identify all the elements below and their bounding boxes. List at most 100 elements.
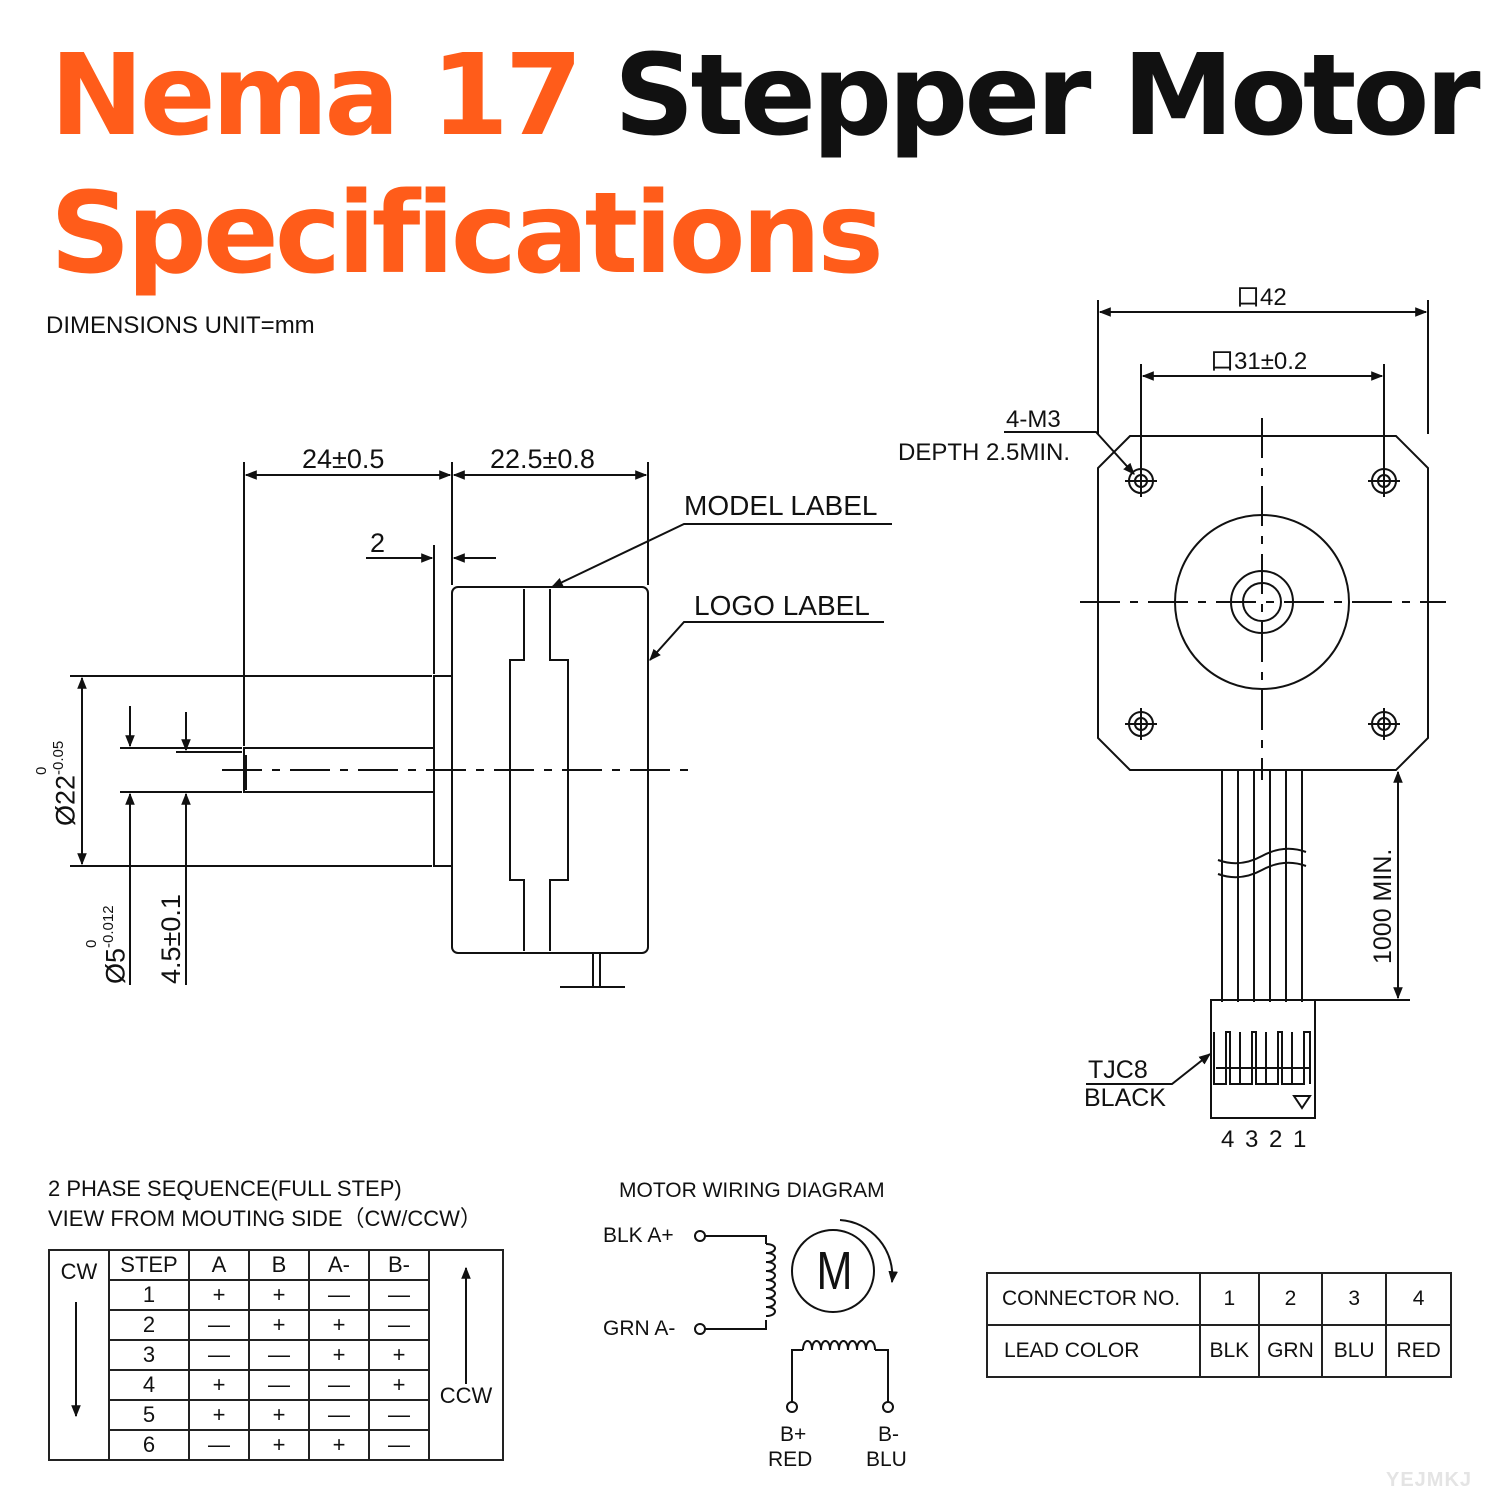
phase-cell: — <box>188 1429 250 1461</box>
phase-cell: — <box>308 1279 370 1311</box>
dim-flat-depth: 4.5±0.1 <box>156 894 186 984</box>
pin1-marker <box>1292 1095 1312 1110</box>
cable-bundle <box>1217 770 1307 1002</box>
logo-label-text: LOGO LABEL <box>694 590 870 621</box>
front-view <box>1004 300 1446 1119</box>
connector-color: BLACK <box>1084 1084 1166 1112</box>
lead-color: BLU <box>1321 1324 1388 1378</box>
connector-no: 2 <box>1257 1272 1324 1326</box>
lead-color: BLK <box>1198 1324 1260 1378</box>
cable-length: 1000 MIN. <box>1369 848 1397 964</box>
wire-b-plus: B+ <box>780 1423 807 1446</box>
connector-no: 4 <box>1385 1272 1452 1326</box>
title-line-1: Nema 17 Stepper Motor <box>50 40 1481 152</box>
wire-b-minus: B- <box>878 1423 899 1446</box>
front-housing <box>1097 435 1429 771</box>
phase-title-1: 2 PHASE SEQUENCE(FULL STEP) <box>48 1176 402 1201</box>
phase-cell: + <box>248 1279 310 1311</box>
lead-color: RED <box>1385 1324 1452 1378</box>
phase-cell: — <box>188 1339 250 1371</box>
motor-circle <box>791 1229 875 1313</box>
phase-cell: + <box>188 1369 250 1401</box>
wire-b-minus-color: BLU <box>866 1448 907 1471</box>
connector-number-row: CONNECTOR NO. 1 2 3 4 <box>986 1272 1452 1326</box>
phase-cell: + <box>188 1399 250 1431</box>
screw-leader <box>1004 431 1135 475</box>
boss-tolerance: 0-0.05 <box>33 740 67 775</box>
boss-tol-lower: -0.05 <box>49 740 67 775</box>
model-label-text: MODEL LABEL <box>684 490 878 521</box>
phase-row: 5 + + — — <box>49 1399 503 1431</box>
ccw-label: CCW <box>428 1249 504 1461</box>
phase-step: 5 <box>108 1399 190 1431</box>
boss-tol-upper: 0 <box>33 766 50 775</box>
motor-symbol: M <box>816 1241 853 1301</box>
phase-col-header: B <box>248 1249 310 1281</box>
connector-no: 3 <box>1321 1272 1388 1326</box>
shaft-tol-lower: -0.012 <box>99 905 117 948</box>
shaft-dia-value: Ø5 <box>100 947 131 984</box>
phase-cell: + <box>308 1429 370 1461</box>
phase-cell: — <box>368 1399 430 1431</box>
phase-cell: + <box>308 1339 370 1371</box>
phase-row: 6 — + + — <box>49 1429 503 1461</box>
connector-body <box>1210 999 1316 1119</box>
phase-cell: + <box>308 1309 370 1341</box>
phase-cell: — <box>248 1369 310 1401</box>
dim-hole-square: 口31±0.2 <box>1210 348 1308 375</box>
connector-no: 1 <box>1198 1272 1260 1326</box>
mounting-holes <box>1125 465 1400 740</box>
shaft-tol-upper: 0 <box>83 939 100 948</box>
phase-step: 2 <box>108 1309 190 1341</box>
cw-label: CW <box>48 1249 110 1461</box>
title-product: Stepper Motor <box>613 31 1481 161</box>
wire-b-plus-color: RED <box>768 1448 813 1471</box>
connector-leader <box>1086 1053 1211 1085</box>
title-line-2: Specifications <box>50 169 884 299</box>
phase-title-2: VIEW FROM MOUTING SIDE（CW/CCW） <box>48 1206 482 1231</box>
phase-step: 1 <box>108 1279 190 1311</box>
phase-cell: + <box>248 1399 310 1431</box>
lead-color-label: LEAD COLOR <box>986 1324 1201 1378</box>
shaft-tolerance: 0-0.012 <box>83 905 117 948</box>
boss-dia-value: Ø22 <box>50 774 81 826</box>
rotation-arrow <box>839 1219 898 1284</box>
phase-cell: — <box>368 1279 430 1311</box>
phase-col-header: A <box>188 1249 250 1281</box>
phase-cell: + <box>188 1279 250 1311</box>
wire-a-plus: BLK A+ <box>603 1224 674 1247</box>
wiring-diagram <box>694 1219 898 1413</box>
phase-cell: + <box>248 1309 310 1341</box>
dim-shaft-length: 24±0.5 <box>302 444 385 474</box>
units-note: DIMENSIONS UNIT=mm <box>46 312 315 339</box>
phase-cell: — <box>248 1339 310 1371</box>
phase-row: 1 + + — — <box>49 1279 503 1311</box>
dim-outer-square: 口42 <box>1236 284 1287 311</box>
connector-type: TJC8 <box>1088 1056 1148 1084</box>
screw-depth: DEPTH 2.5MIN. <box>898 439 1071 466</box>
title-model: Nema 17 <box>50 31 583 161</box>
phase-cell: — <box>308 1399 370 1431</box>
phase-step: 6 <box>108 1429 190 1461</box>
pin-numbers: 4 3 2 1 <box>1221 1126 1309 1153</box>
phase-step: 3 <box>108 1339 190 1371</box>
phase-row: 3 — — + + <box>49 1339 503 1371</box>
phase-row: 2 — + + — <box>49 1309 503 1341</box>
phase-cell: — <box>368 1429 430 1461</box>
watermark: YEJMKJ <box>1386 1469 1473 1491</box>
wire-a-minus: GRN A- <box>603 1317 676 1340</box>
phase-cell: + <box>248 1429 310 1461</box>
coil-a <box>765 1243 776 1317</box>
phase-col-header: B- <box>368 1249 430 1281</box>
lead-color-row: LEAD COLOR BLK GRN BLU RED <box>986 1324 1452 1378</box>
phase-cell: — <box>308 1369 370 1401</box>
phase-cell: + <box>368 1339 430 1371</box>
phase-sequence-table: CW STEP A B A- B- CCW 1 + + — — 2 — + + … <box>48 1249 504 1461</box>
dim-body-length: 22.5±0.8 <box>490 444 595 474</box>
dim-boss-length: 2 <box>370 528 386 558</box>
logo-label-leader <box>649 621 884 661</box>
